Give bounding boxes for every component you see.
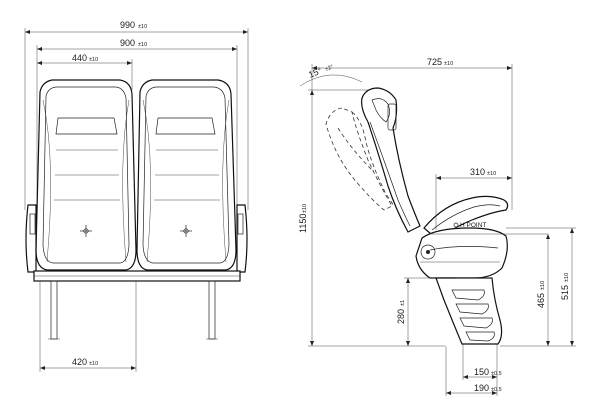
h-point-height-tol: ±10 xyxy=(540,281,546,290)
seat-cushion xyxy=(415,227,508,279)
recline-angle-value: 15° xyxy=(307,65,324,80)
foot-width-value: 150 xyxy=(474,367,489,377)
pedestal-height-tol: ±1 xyxy=(400,300,406,306)
overall-height-tol: ±10 xyxy=(302,204,308,213)
h-point-label: H POINT xyxy=(460,222,486,229)
recline-angle-tol: ±2° xyxy=(325,64,335,73)
seat-back-width-tol: ±10 xyxy=(89,57,98,63)
h-point-marker: H POINT xyxy=(428,222,548,235)
dim-overall-height: 1150 ±10 xyxy=(298,89,445,347)
cushion-height-tol: ±10 xyxy=(564,273,570,282)
front-view: 990 ±10 900 ±10 440 ±10 xyxy=(24,20,249,372)
total-width-value: 990 xyxy=(120,20,135,30)
overall-height-value: 1150 xyxy=(298,214,308,233)
base-width-value: 190 xyxy=(474,383,489,393)
overall-depth-value: 725 xyxy=(427,57,442,67)
dim-recline-angle: 15° ±2° xyxy=(299,64,363,87)
dim-seat-back-width: 440 ±10 xyxy=(37,53,133,90)
dim-foot-width: 150 ±0.5 xyxy=(463,367,502,379)
dim-cushion-depth: 310 ±10 xyxy=(435,167,512,230)
inner-width-value: 900 xyxy=(120,38,135,48)
reclined-backrest-outline xyxy=(325,107,395,211)
right-seat-back xyxy=(136,79,237,271)
dim-seat-width: 420 ±10 xyxy=(39,281,137,372)
dim-pedestal-height: 280 ±1 xyxy=(396,277,436,346)
base-width-tol: ±0.5 xyxy=(491,387,502,393)
seat-width-value: 420 xyxy=(72,357,87,367)
total-width-tol: ±10 xyxy=(138,24,147,30)
cushion-depth-tol: ±10 xyxy=(487,171,496,177)
dim-cushion-height: 515 ±10 xyxy=(506,227,576,347)
dim-inner-width: 900 ±10 xyxy=(36,38,238,205)
upright-backrest xyxy=(361,87,421,233)
left-seat-back xyxy=(35,79,137,271)
side-view: 725 ±10 15° ±2° 1150 ±10 xyxy=(298,57,576,396)
cushion-height-value: 515 xyxy=(560,285,570,300)
pedestal xyxy=(435,277,503,345)
inner-width-tol: ±10 xyxy=(138,42,147,48)
front-base-frame xyxy=(33,270,241,340)
dim-overall-depth: 725 ±10 xyxy=(311,57,513,210)
seat-back-width-value: 440 xyxy=(72,53,87,63)
cushion-depth-value: 310 xyxy=(470,167,485,177)
right-seat-emblem xyxy=(180,225,192,237)
dim-base-width: 190 ±0.5 xyxy=(446,383,502,395)
side-armrest xyxy=(423,195,509,241)
left-seat-emblem xyxy=(80,225,92,237)
foot-width-tol: ±0.5 xyxy=(491,371,502,377)
h-point-height-value: 465 xyxy=(536,293,546,308)
overall-depth-tol: ±10 xyxy=(444,61,453,67)
pedestal-height-value: 280 xyxy=(396,309,406,324)
dim-h-point-height: 465 ±10 xyxy=(500,234,552,347)
dim-total-width: 990 ±10 xyxy=(24,20,249,210)
seat-width-tol: ±10 xyxy=(89,361,98,367)
left-armrest xyxy=(25,204,37,273)
right-armrest xyxy=(236,204,248,273)
